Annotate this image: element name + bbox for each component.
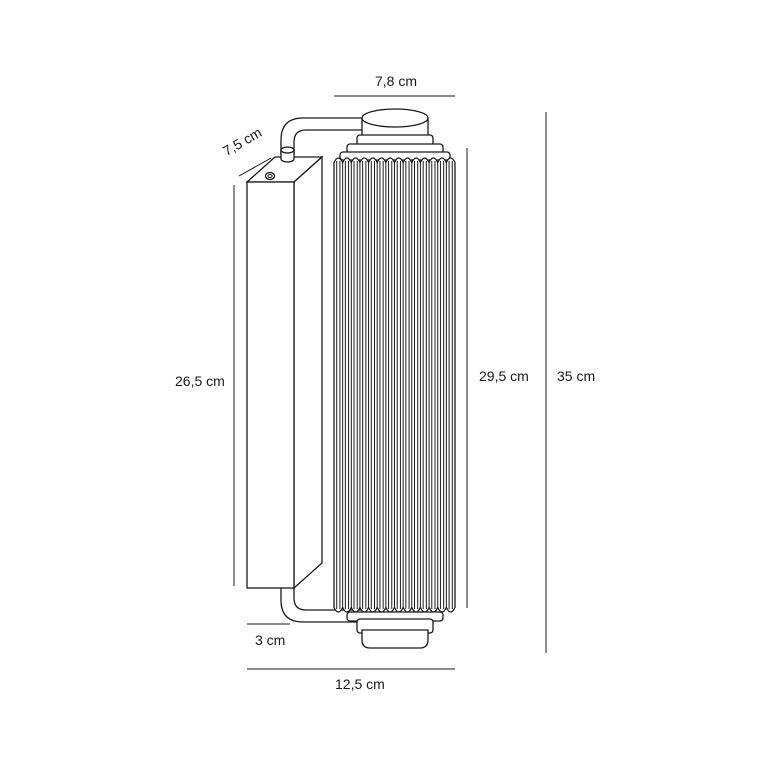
dimension-lines <box>233 95 547 670</box>
ribbed-glass-shade <box>333 157 456 613</box>
backplate-width-label: 3 cm <box>255 632 286 648</box>
backplate-height-label: 26,5 cm <box>175 373 225 389</box>
total-width-label: 12,5 cm <box>335 676 385 692</box>
bottom-cap <box>346 611 444 649</box>
depth-dimension-line <box>238 157 272 177</box>
shade-height-label: 29,5 cm <box>479 368 529 384</box>
backplate-box <box>245 146 324 590</box>
total-height-label: 35 cm <box>557 368 596 384</box>
upper-arm <box>280 117 362 155</box>
top-width-label: 7,8 cm <box>375 73 418 89</box>
cable-gland <box>280 146 295 163</box>
top-cap <box>339 108 451 161</box>
lower-arm <box>280 588 362 623</box>
screw-icon <box>264 171 276 181</box>
